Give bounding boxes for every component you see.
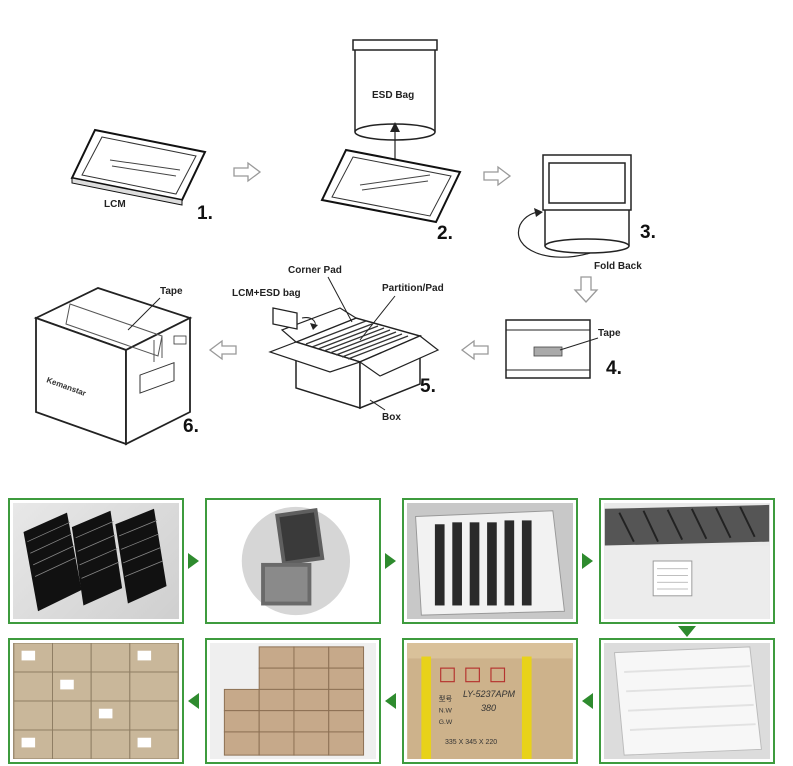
step-5-number: 5. [420, 376, 436, 397]
carton-model-handwriting: LY-5237APM [463, 689, 516, 699]
svg-text:型号: 型号 [439, 694, 453, 703]
partition-pad-label: Partition/Pad [382, 283, 444, 294]
corner-pad-label: Corner Pad [288, 265, 342, 276]
carton-size-text: 335 X 345 X 220 [445, 739, 498, 746]
packaging-diagram: LCM 1. ESD Bag 2. Fold Back 3. Tape [33, 39, 656, 446]
photo-lcm-panels [8, 498, 184, 624]
step-4-number: 4. [606, 358, 622, 379]
box-label: Box [382, 412, 401, 423]
esd-bag-circle-image [241, 506, 351, 616]
arrow-5-to-6-icon [208, 339, 237, 361]
tape-step6-pointer [127, 297, 161, 331]
photo-arrow-left-3-icon [582, 693, 593, 709]
photo-arrow-down-icon [678, 626, 696, 637]
step-2-number: 2. [437, 223, 453, 244]
open-box-illustration [268, 307, 440, 410]
arrow-2-to-3-icon [483, 166, 511, 186]
photo-foam-pad [599, 638, 775, 764]
tape-step6-label: Tape [160, 286, 183, 297]
sealed-bag-illustration [505, 319, 599, 379]
packaging-photo-grid: 型号 N.W G.W LY-5237APM 380 335 X 345 X 220 [0, 488, 793, 766]
lcm-label: LCM [104, 199, 126, 210]
fold-back-illustration [517, 154, 632, 258]
photo-arrow-left-1-icon [188, 693, 199, 709]
stacked-cartons-image [223, 646, 365, 756]
arrow-1-to-2-icon [233, 162, 261, 182]
box-pointer [369, 399, 386, 411]
carton-stack-image [13, 643, 179, 759]
photo-cartons-stacked [205, 638, 381, 764]
step-3-number: 3. [640, 222, 656, 243]
fold-back-label: Fold Back [594, 261, 642, 272]
sealed-carton-illustration [33, 287, 193, 446]
corner-pad-pointer [327, 276, 353, 323]
tape-step4-label: Tape [598, 328, 621, 339]
lcm-esd-bag-label: LCM+ESD bag [232, 288, 301, 299]
esd-bag-illustration [352, 39, 438, 170]
foam-pad-image [613, 646, 762, 756]
lcm-esd-bag-illustration [272, 307, 318, 330]
lcm-panel-illustration [70, 128, 207, 206]
svg-text:N.W: N.W [439, 708, 453, 715]
tray-image [415, 510, 565, 616]
partition-pad-pointer [359, 295, 396, 341]
esd-bag-label: ESD Bag [372, 90, 414, 101]
photo-arrow-left-2-icon [385, 693, 396, 709]
photo-cartons-warehouse [8, 638, 184, 764]
carton-qty-handwriting: 380 [481, 703, 497, 713]
box-trays-image [604, 504, 770, 619]
photo-arrow-right-3-icon [582, 553, 593, 569]
sealed-carton-image: 型号 N.W G.W [407, 643, 573, 759]
photo-tray-loaded [402, 498, 578, 624]
photo-box-with-trays [599, 498, 775, 624]
step-1-number: 1. [197, 203, 213, 224]
lcm-panel-step2-illustration [320, 148, 462, 224]
arrow-4-to-5-icon [460, 339, 489, 361]
photo-arrow-right-1-icon [188, 553, 199, 569]
arrow-3-to-4-icon [573, 276, 599, 303]
step-6-number: 6. [183, 416, 199, 437]
lcm-stack-image [23, 508, 167, 612]
photo-sealed-carton: 型号 N.W G.W LY-5237APM 380 335 X 345 X 220 [402, 638, 578, 764]
photo-arrow-right-2-icon [385, 553, 396, 569]
photo-esd-bags [205, 498, 381, 624]
svg-text:G.W: G.W [439, 719, 453, 726]
